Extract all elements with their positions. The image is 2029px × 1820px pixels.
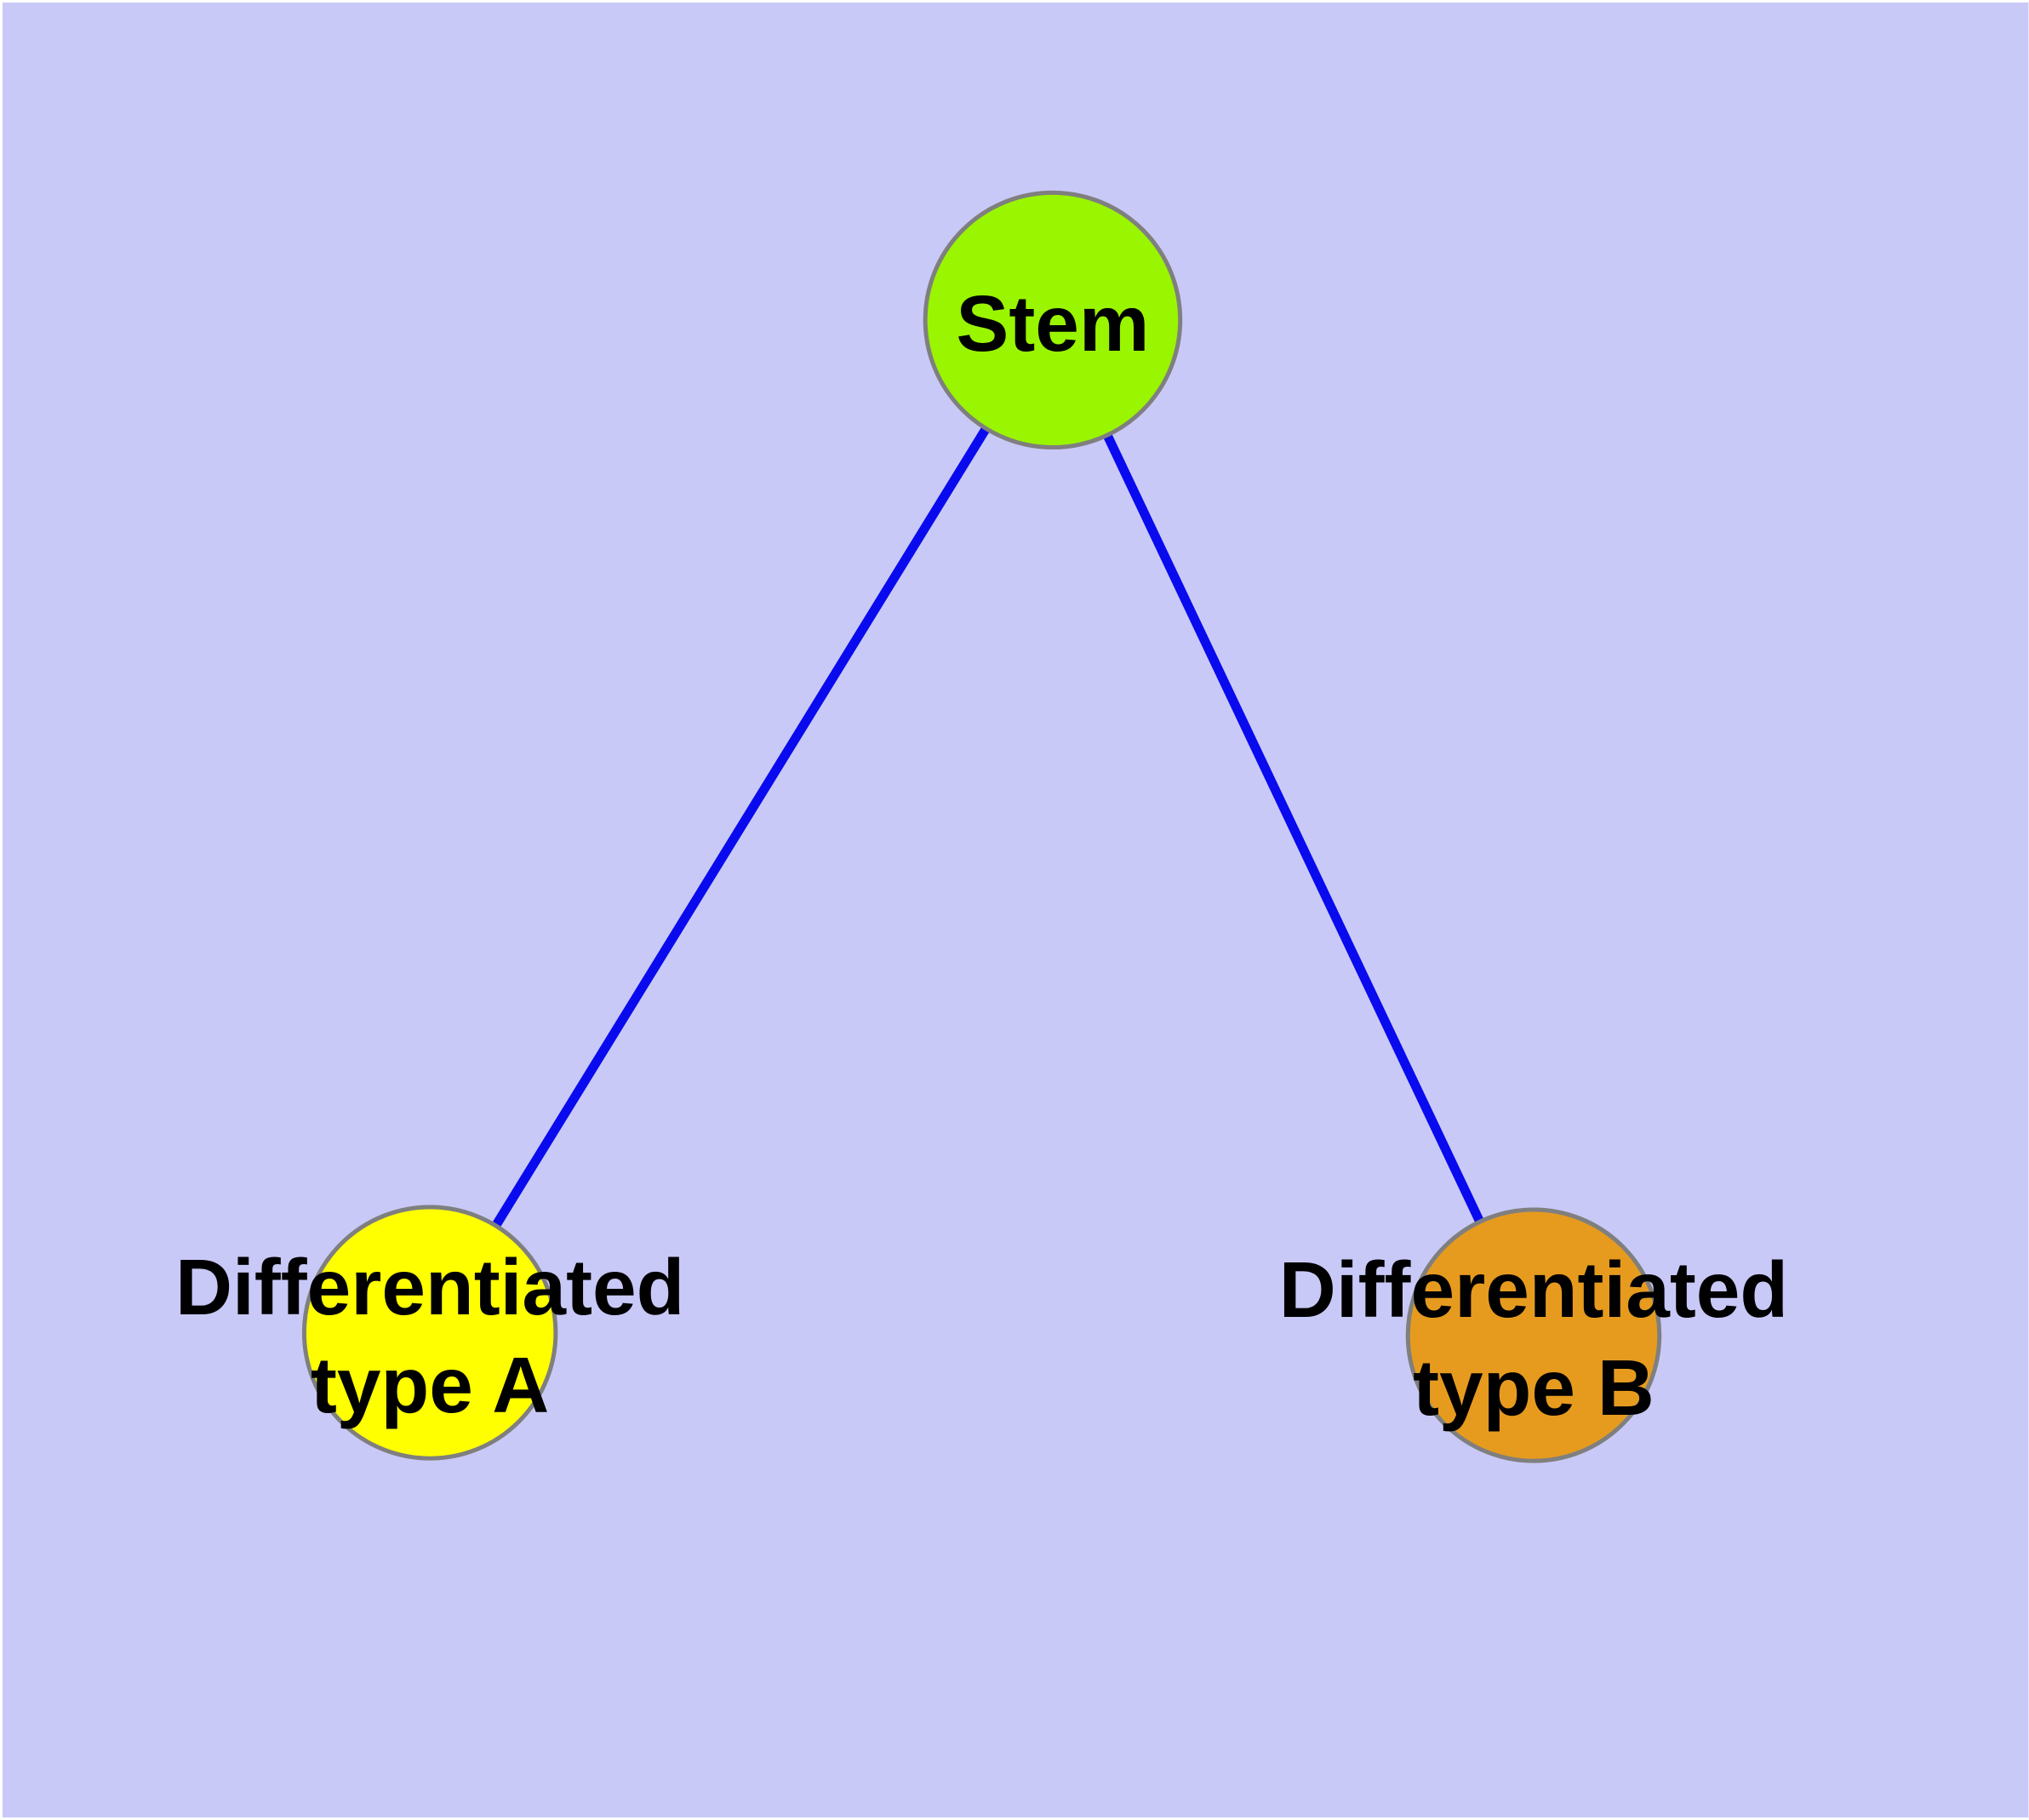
node-label-line: Differentiated: [175, 1243, 684, 1331]
node-differentiated-type-a: [301, 1205, 558, 1461]
node-stem: [923, 190, 1183, 450]
node-label-stem: Stem: [956, 279, 1149, 368]
node-label-differentiated-type-b: Differentiated type B: [1279, 1245, 1788, 1432]
node-label-line: type A: [311, 1341, 549, 1429]
node-label-line: Differentiated: [1279, 1245, 1788, 1334]
edge-stem-to-differentiated-type-b: [1103, 432, 1484, 1224]
node-label-line: Stem: [956, 279, 1149, 368]
node-differentiated-type-b: [1405, 1207, 1662, 1463]
node-label-differentiated-type-a: Differentiated type A: [175, 1243, 684, 1429]
node-label-line: type B: [1413, 1343, 1655, 1432]
edge-stem-to-differentiated-type-a: [491, 426, 991, 1228]
